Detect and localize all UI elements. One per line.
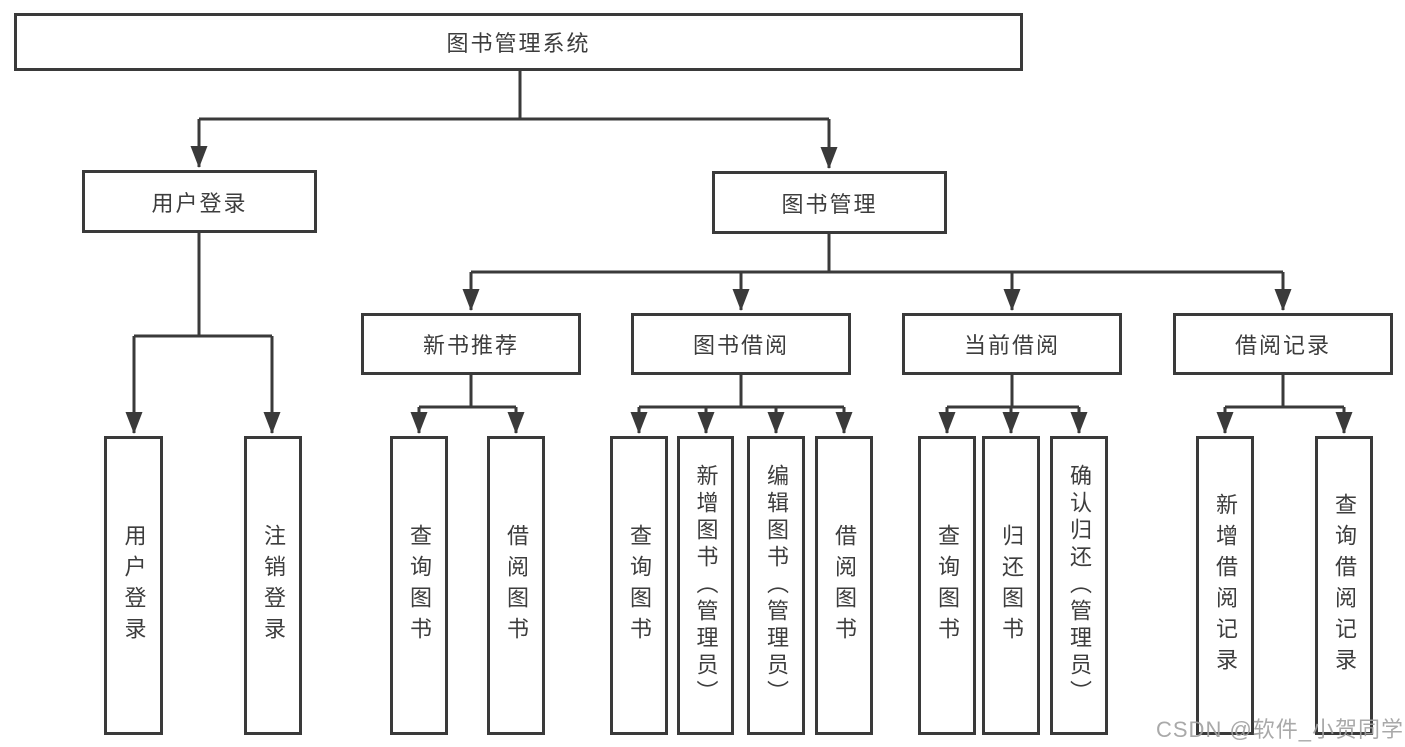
node-query-books-borrow-label: 查询图书 (627, 523, 652, 648)
node-user-login: 用户登录 (82, 170, 317, 233)
node-new-book-recommend: 新书推荐 (361, 313, 581, 375)
node-logout-label: 注销登录 (261, 523, 286, 648)
csdn-watermark: CSDN @软件_小贺同学 (1156, 717, 1405, 742)
node-query-borrow-record: 查询借阅记录 (1315, 436, 1373, 735)
node-logout: 注销登录 (244, 436, 302, 735)
node-new-book-recommend-label: 新书推荐 (422, 333, 519, 358)
node-return-books-label: 归还图书 (999, 523, 1024, 648)
node-user-login-leaf: 用户登录 (104, 436, 163, 735)
node-borrow-books-borrow: 借阅图书 (815, 436, 873, 735)
node-return-books: 归还图书 (982, 436, 1040, 735)
connector-trunks (134, 70, 1344, 409)
node-query-books-current: 查询图书 (918, 436, 976, 735)
node-add-borrow-record-label: 新增借阅记录 (1213, 492, 1238, 679)
node-confirm-return-admin-label: 确认归还（管理员） (1067, 464, 1092, 707)
node-borrow-books-recommend-label: 借阅图书 (504, 523, 529, 648)
node-borrow-records: 借阅记录 (1173, 313, 1393, 375)
node-edit-book-admin-label: 编辑图书（管理员） (764, 464, 789, 707)
node-edit-book-admin: 编辑图书（管理员） (747, 436, 805, 735)
node-add-book-admin-label: 新增图书（管理员） (693, 464, 719, 707)
node-query-books-recommend-label: 查询图书 (407, 523, 432, 648)
node-query-borrow-record-label: 查询借阅记录 (1332, 492, 1357, 679)
node-book-management-label: 图书管理 (781, 191, 878, 217)
node-current-borrow-label: 当前借阅 (963, 333, 1060, 358)
node-book-borrow-label: 图书借阅 (692, 333, 789, 358)
node-query-books-recommend: 查询图书 (390, 436, 448, 735)
node-borrow-records-label: 借阅记录 (1234, 333, 1331, 358)
node-book-management: 图书管理 (712, 171, 947, 234)
node-root-library-system: 图书管理系统 (14, 13, 1023, 71)
node-book-borrow: 图书借阅 (631, 313, 851, 375)
node-add-book-admin: 新增图书（管理员） (677, 436, 734, 735)
node-query-books-borrow: 查询图书 (610, 436, 668, 735)
node-query-books-current-label: 查询图书 (935, 523, 960, 648)
node-add-borrow-record: 新增借阅记录 (1196, 436, 1254, 735)
node-borrow-books-borrow-label: 借阅图书 (832, 523, 857, 648)
node-user-login-leaf-label: 用户登录 (121, 523, 147, 648)
node-user-login-label: 用户登录 (151, 190, 248, 216)
node-borrow-books-recommend: 借阅图书 (487, 436, 545, 735)
node-current-borrow: 当前借阅 (902, 313, 1122, 375)
node-confirm-return-admin: 确认归还（管理员） (1050, 436, 1108, 735)
node-root-label: 图书管理系统 (446, 31, 591, 56)
